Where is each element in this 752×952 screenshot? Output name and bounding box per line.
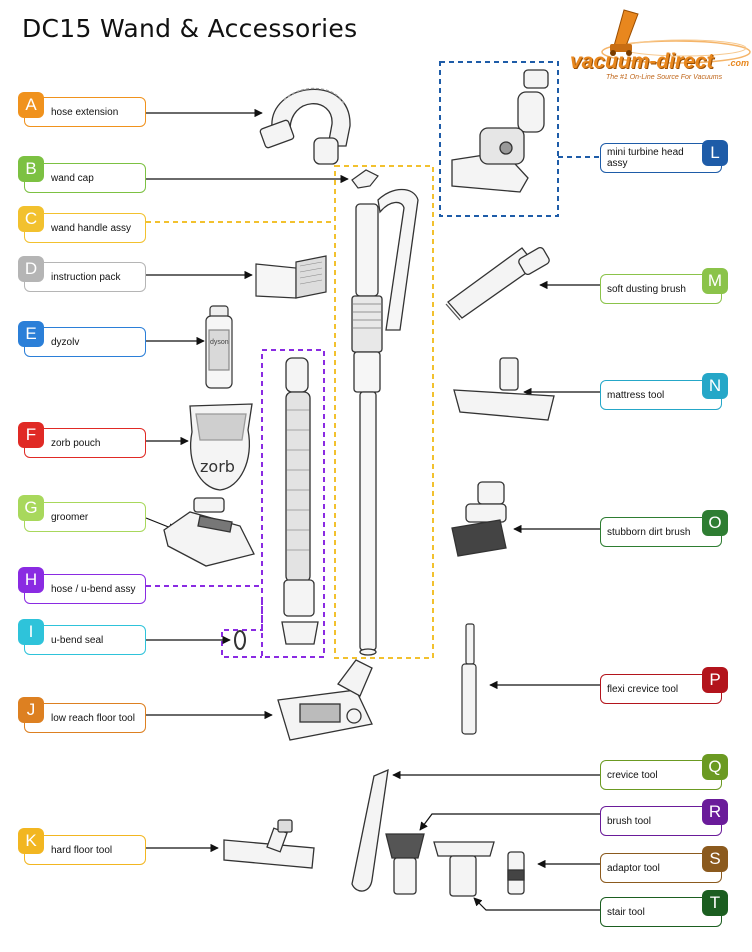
part-label-c: wand handle assy (24, 213, 146, 243)
dyzolv-drawing (205, 305, 233, 389)
part-label-h-text: hose / u-bend assy (51, 583, 136, 595)
part-badge-o: O (702, 510, 728, 536)
low-reach-floor-tool-drawing (277, 659, 373, 741)
part-badge-a: A (18, 92, 44, 118)
groomer-drawing (163, 497, 255, 567)
part-label-b-text: wand cap (51, 172, 94, 184)
part-badge-j: J (18, 697, 44, 723)
part-label-a-text: hose extension (51, 106, 119, 118)
logo-text: vacuum-direct (570, 50, 714, 73)
hose-group-box (261, 349, 325, 658)
part-badge-h: H (18, 567, 44, 593)
part-label-d: instruction pack (24, 262, 146, 292)
part-badge-k: K (18, 828, 44, 854)
part-label-l: mini turbine head assy (600, 143, 722, 173)
logo-tagline: The #1 On-Line Source For Vacuums (606, 74, 723, 81)
part-label-s-text: adaptor tool (607, 862, 660, 874)
adaptor-tool-drawing (507, 851, 525, 895)
stubborn-dirt-brush-drawing (451, 481, 507, 557)
part-label-s: adaptor tool (600, 853, 722, 883)
part-label-f-text: zorb pouch (51, 437, 101, 449)
part-label-h: hose / u-bend assy (24, 574, 146, 604)
zorb-pouch-text: zorb (200, 457, 235, 476)
part-label-p: flexi crevice tool (600, 674, 722, 704)
part-label-r: brush tool (600, 806, 722, 836)
part-label-k: hard floor tool (24, 835, 146, 865)
part-label-l-text: mini turbine head assy (607, 147, 684, 169)
stair-tool-drawing (433, 841, 495, 897)
part-badge-m: M (702, 268, 728, 294)
soft-dusting-brush-drawing (445, 247, 550, 321)
part-label-f: zorb pouch (24, 428, 146, 458)
instruction-pack-drawing (255, 255, 327, 299)
part-badge-r: R (702, 799, 728, 825)
part-label-t: stair tool (600, 897, 722, 927)
vacuum-direct-logo: vacuum-direct .com The #1 On-Line Source… (566, 6, 752, 86)
part-label-n-text: mattress tool (607, 389, 665, 401)
part-label-j-text: low reach floor tool (51, 712, 135, 724)
part-label-t-text: stair tool (607, 906, 645, 918)
wand-handle-group-box (334, 165, 434, 659)
part-badge-d: D (18, 256, 44, 282)
part-label-o-text: stubborn dirt brush (607, 526, 691, 538)
wand-cap-drawing (351, 169, 379, 189)
part-label-c-text: wand handle assy (51, 222, 132, 234)
part-label-q: crevice tool (600, 760, 722, 790)
hose-extension-drawing (259, 87, 351, 165)
part-label-g-text: groomer (51, 511, 89, 523)
part-badge-t: T (702, 890, 728, 916)
part-label-m: soft dusting brush (600, 274, 722, 304)
part-label-e: dyzolv (24, 327, 146, 357)
crevice-tool-drawing (351, 768, 389, 892)
part-label-m-text: soft dusting brush (607, 283, 686, 295)
part-badge-i: I (18, 619, 44, 645)
part-label-p-text: flexi crevice tool (607, 683, 679, 695)
brush-tool-drawing (385, 833, 425, 895)
part-badge-p: P (702, 667, 728, 693)
part-label-e-text: dyzolv (51, 336, 80, 348)
part-badge-s: S (702, 846, 728, 872)
turbine-group-box (439, 61, 559, 217)
vacuum-logo-icon (601, 9, 751, 64)
part-badge-q: Q (702, 754, 728, 780)
part-label-r-text: brush tool (607, 815, 651, 827)
part-badge-c: C (18, 206, 44, 232)
part-label-d-text: instruction pack (51, 271, 121, 283)
flexi-crevice-tool-drawing (461, 623, 477, 735)
ubend-seal-drawing (234, 630, 246, 650)
hose-ubend-drawing (281, 357, 319, 645)
zorb-pouch-drawing (189, 403, 253, 491)
mattress-tool-drawing (453, 357, 555, 421)
hard-floor-tool-drawing (223, 819, 315, 869)
part-label-n: mattress tool (600, 380, 722, 410)
part-label-k-text: hard floor tool (51, 844, 113, 856)
wand-handle-drawing (351, 188, 419, 656)
part-badge-f: F (18, 422, 44, 448)
dyzolv-bottle-text: dyson (210, 339, 229, 346)
part-badge-e: E (18, 321, 44, 347)
part-label-i-text: u-bend seal (51, 634, 104, 646)
logo-suffix: .com (728, 58, 750, 68)
mini-turbine-head-drawing (451, 69, 549, 193)
part-label-q-text: crevice tool (607, 769, 658, 781)
part-badge-l: L (702, 140, 728, 166)
part-badge-n: N (702, 373, 728, 399)
part-badge-g: G (18, 495, 44, 521)
part-badge-b: B (18, 156, 44, 182)
page-title: DC15 Wand & Accessories (22, 14, 358, 43)
part-label-b: wand cap (24, 163, 146, 193)
part-label-g: groomer (24, 502, 146, 532)
